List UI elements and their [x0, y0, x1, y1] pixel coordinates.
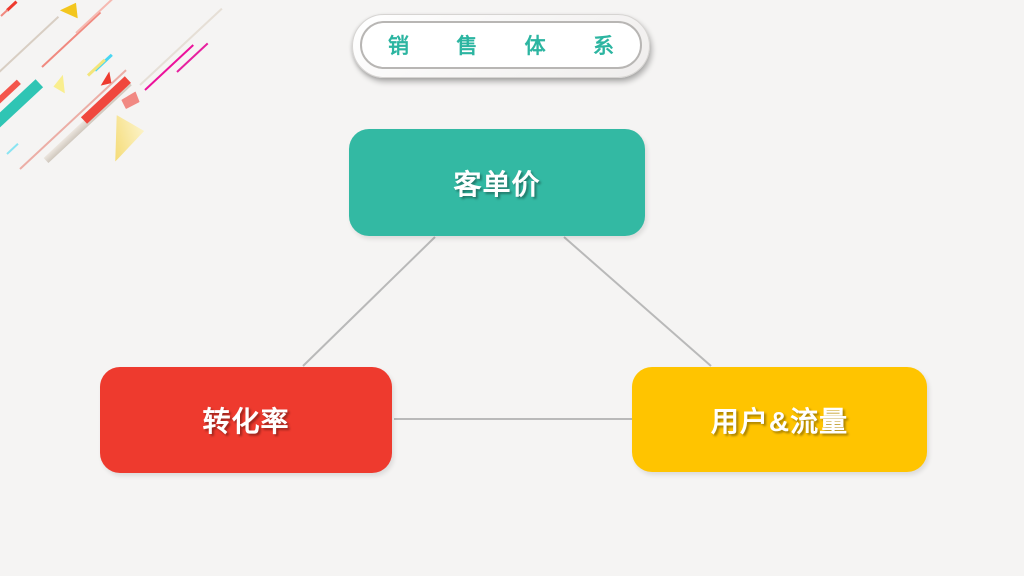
- title-badge-inner-ring: 销售体系: [360, 21, 642, 69]
- node-users-traffic: 用户&流量: [632, 367, 927, 472]
- connector-top-to-left: [302, 236, 436, 367]
- node-label: 客单价: [453, 168, 541, 200]
- node-conversion-rate: 转化率: [100, 367, 392, 473]
- title-badge: 销售体系: [352, 14, 650, 78]
- slide-title: 销售体系: [388, 35, 614, 58]
- node-label: 转化率: [202, 406, 290, 437]
- node-label: 用户&流量: [710, 405, 849, 437]
- node-avg-order-value: 客单价: [349, 129, 645, 236]
- connector-top-to-right: [563, 236, 712, 367]
